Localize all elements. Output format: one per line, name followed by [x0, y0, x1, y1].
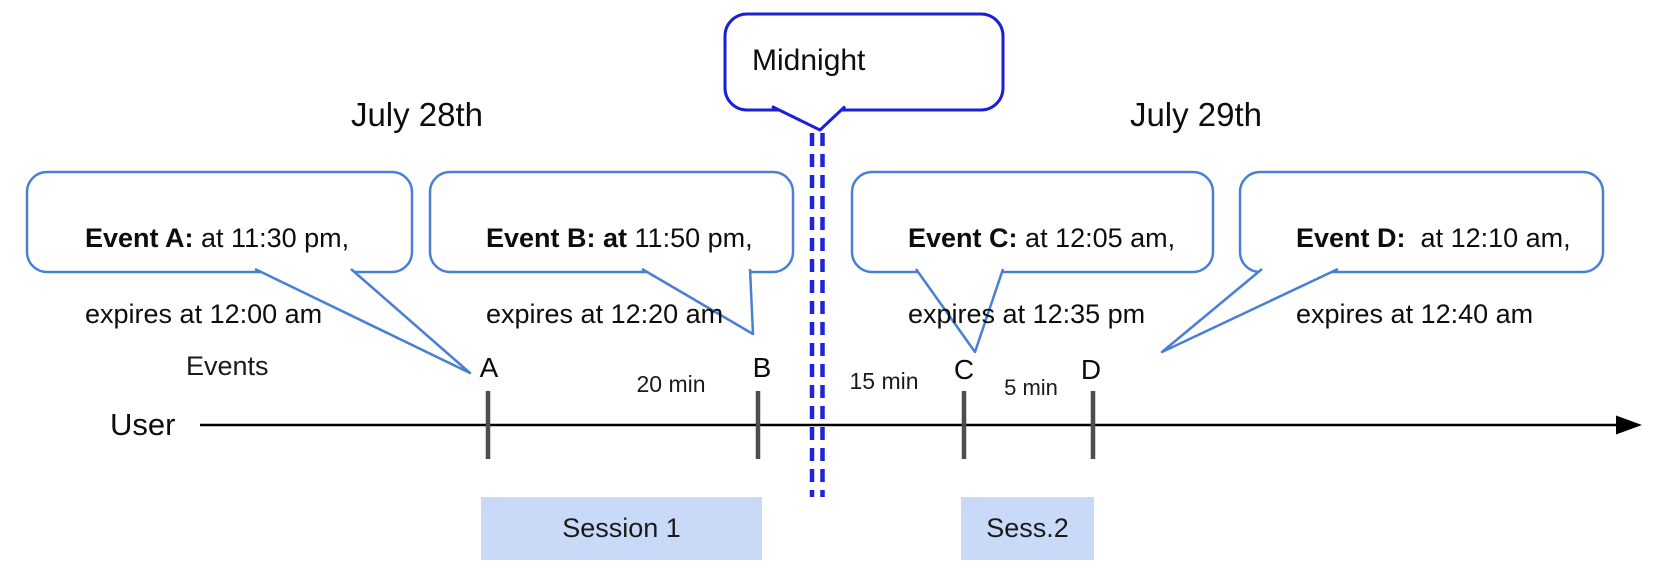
event-b-title: Event B: at — [486, 223, 628, 253]
event-a-text: Event A: at 11:30 pm, expires at 12:00 a… — [55, 181, 400, 371]
midnight-bubble — [723, 12, 1005, 112]
session-1-label: Session 1 — [562, 513, 681, 543]
event-c-expiry: expires at 12:35 pm — [908, 299, 1146, 329]
event-d-time: at 12:10 am, — [1405, 223, 1571, 253]
event-a-title: Event A: — [85, 223, 194, 253]
date-title-july-29: July 29th — [1129, 96, 1263, 133]
event-c-tail — [914, 268, 1005, 354]
events-row-label: Events — [186, 351, 269, 381]
tick-label-b: B — [752, 352, 772, 383]
event-b-expiry: expires at 12:20 am — [486, 299, 724, 329]
event-d-expiry: expires at 12:40 am — [1296, 299, 1534, 329]
tick-label-c: C — [953, 354, 975, 385]
session-2-box: Sess.2 — [961, 497, 1094, 560]
event-a-time: at 11:30 pm, — [193, 223, 350, 253]
midnight-label: Midnight — [752, 44, 866, 77]
tick-label-d: D — [1080, 354, 1102, 385]
event-c-time: at 12:05 am, — [1017, 223, 1176, 253]
timeline-arrowhead-icon — [1616, 415, 1642, 435]
session-1-box: Session 1 — [481, 497, 762, 560]
event-b-text: Event B: at 11:50 pm, expires at 12:20 a… — [456, 181, 801, 371]
event-c-title: Event C: — [908, 223, 1018, 253]
interval-5min-label: 5 min — [1004, 375, 1058, 400]
event-c-bubble — [850, 170, 1215, 274]
interval-15min-label: 15 min — [849, 368, 919, 394]
tick-label-a: A — [479, 352, 499, 383]
event-d-bubble — [1238, 170, 1605, 274]
event-b-tail — [641, 267, 755, 336]
event-d-text: Event D: at 12:10 am, expires at 12:40 a… — [1266, 181, 1596, 371]
user-row-label: User — [110, 407, 176, 442]
event-b-bubble — [428, 170, 795, 274]
event-b-time: 11:50 pm, — [627, 223, 753, 253]
event-a-bubble — [25, 170, 414, 274]
event-d-tail — [1160, 267, 1339, 354]
event-a-tail — [254, 267, 472, 375]
interval-20min-label: 20 min — [636, 371, 706, 397]
midnight-tail — [771, 105, 847, 132]
event-a-expiry: expires at 12:00 am — [85, 299, 323, 329]
session-2-label: Sess.2 — [986, 513, 1069, 543]
event-d-title: Event D: — [1296, 223, 1406, 253]
event-c-text: Event C: at 12:05 am, expires at 12:35 p… — [878, 181, 1223, 371]
date-title-july-28: July 28th — [350, 96, 484, 133]
